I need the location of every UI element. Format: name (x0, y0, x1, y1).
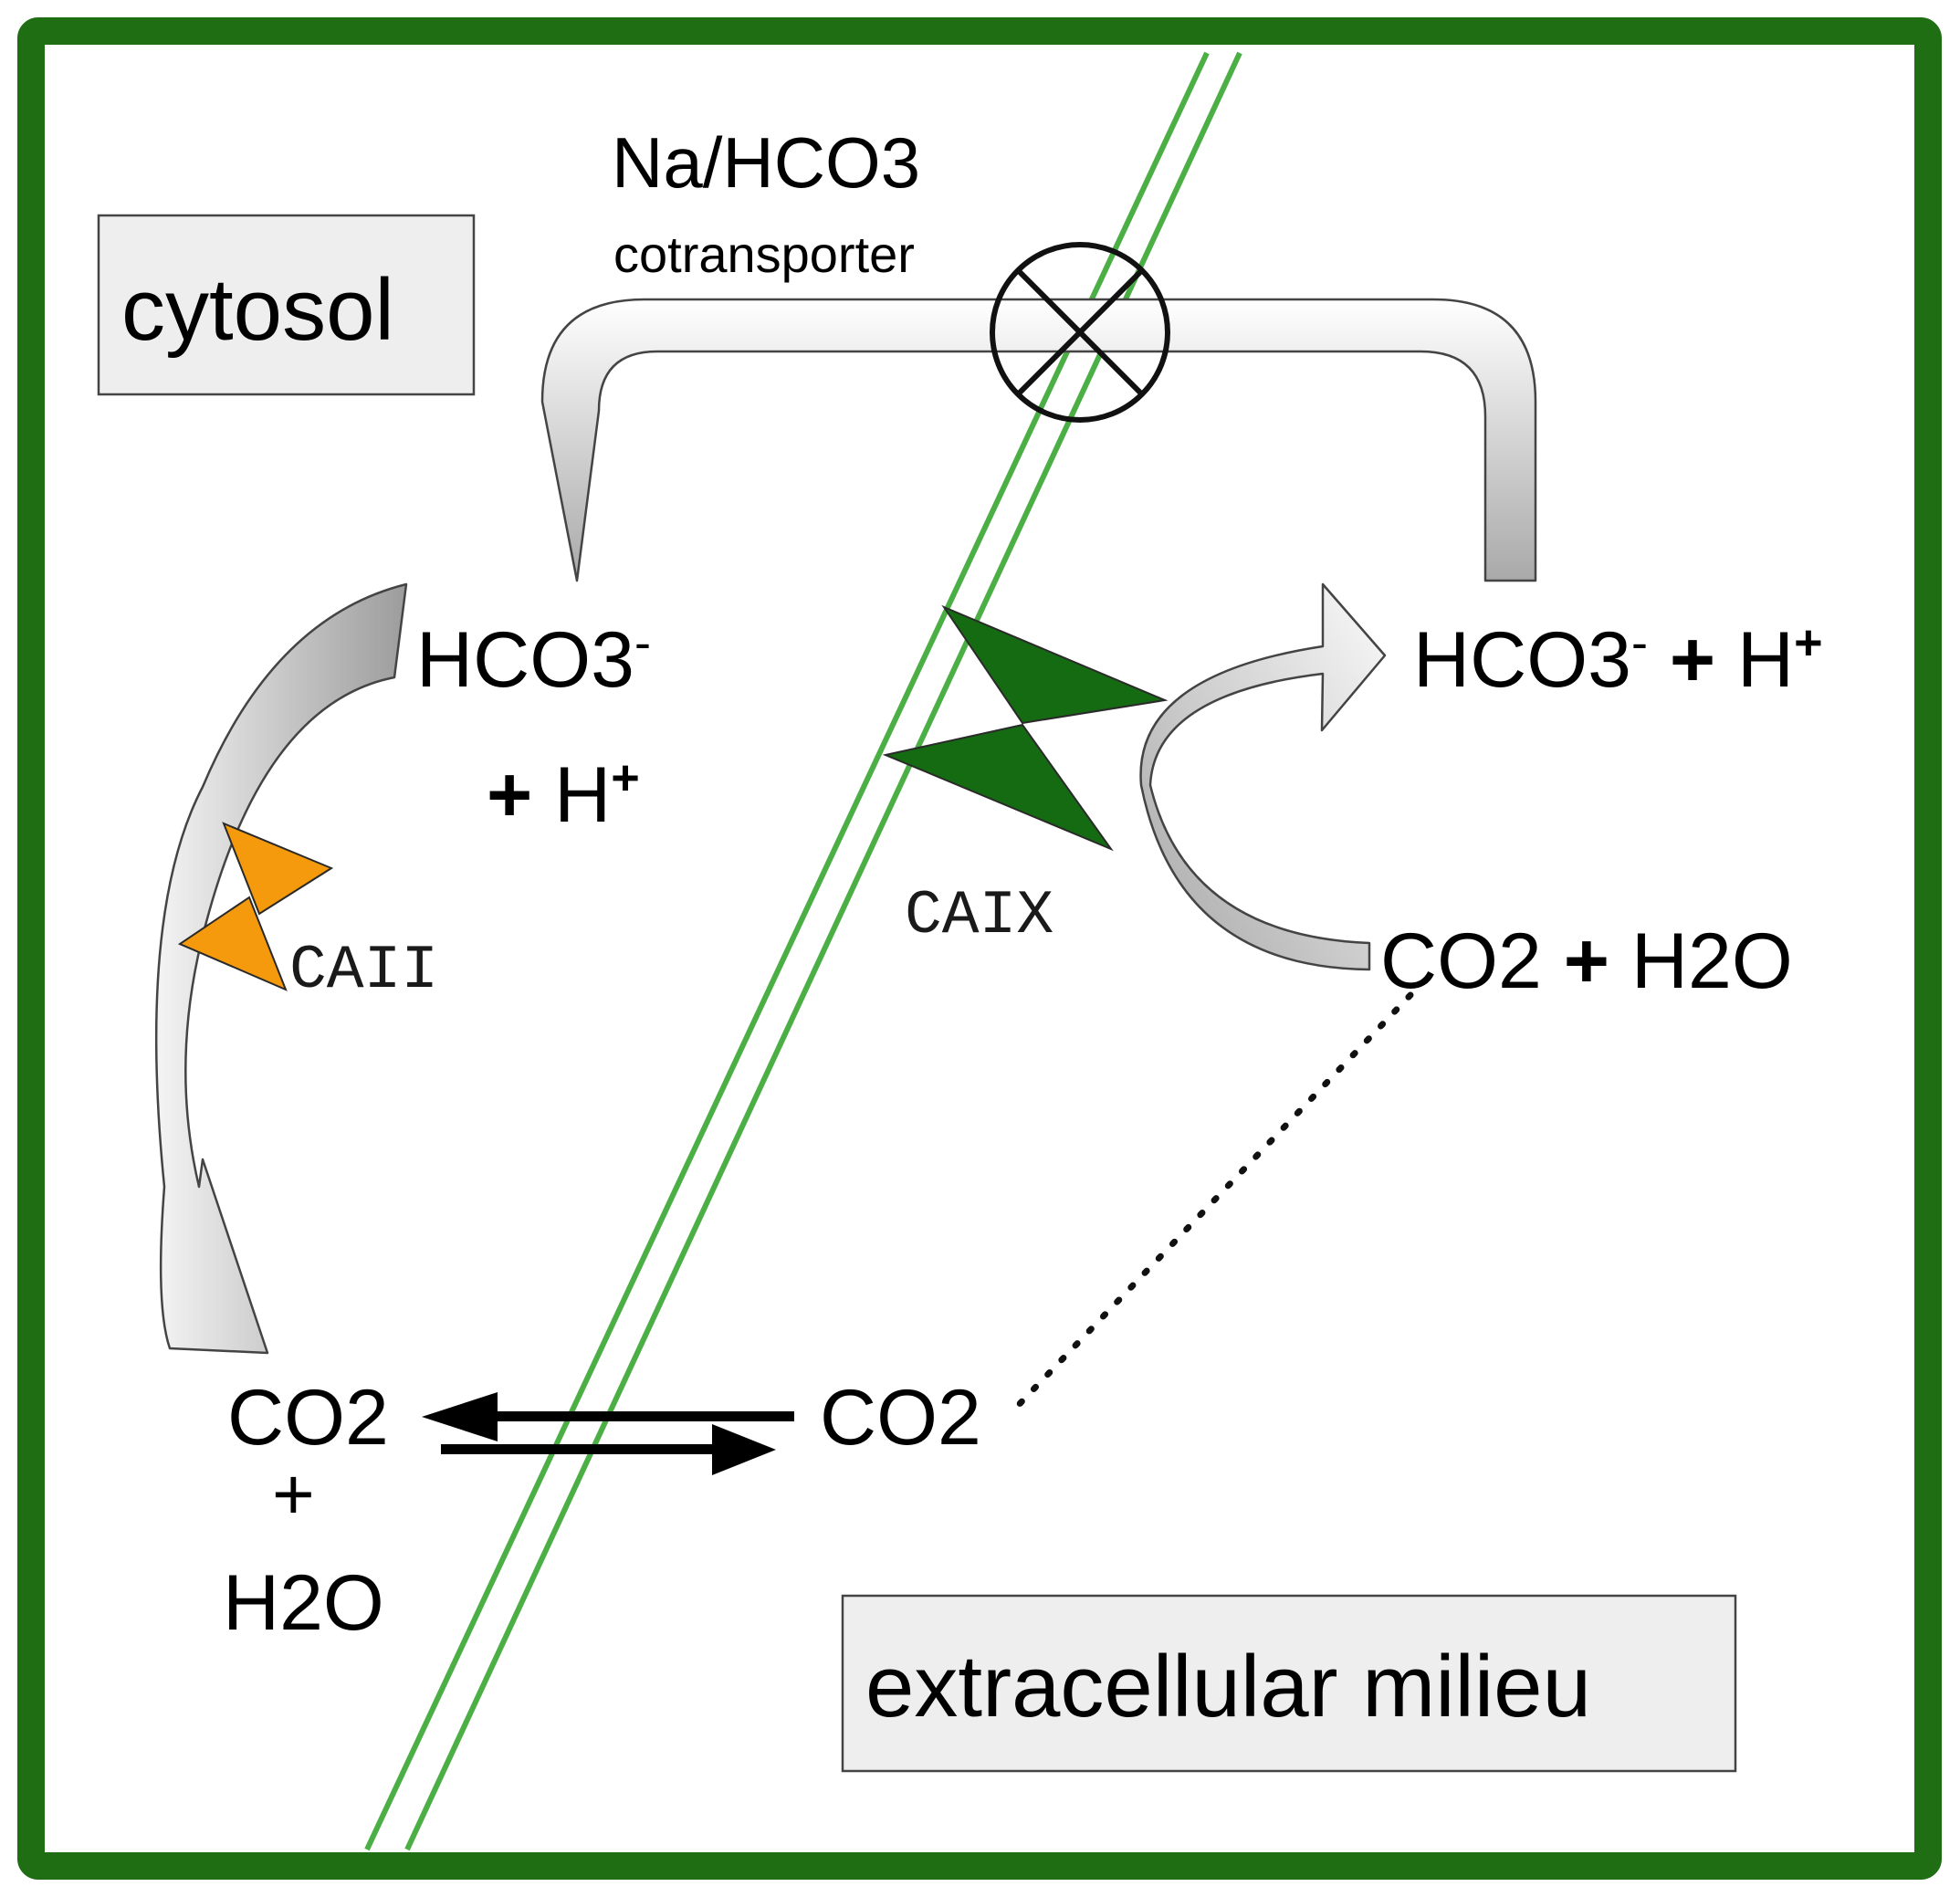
transporter-arrow (540, 298, 1537, 582)
caii-label: CAII (289, 936, 438, 1006)
caii-enzyme-icon (177, 822, 334, 991)
cytosol-label-box: cytosol (97, 214, 476, 396)
outer-frame (17, 17, 1942, 1880)
caix-curved-arrow (1139, 582, 1387, 971)
cotransporter-symbol (990, 242, 1170, 423)
cytosol-water: H2O (223, 1559, 384, 1647)
extracellular-label: extracellular milieu (865, 1638, 1591, 1735)
cytosol-proton: + H+ (487, 750, 640, 839)
extracellular-co2: CO2 (820, 1374, 981, 1462)
cytosol-bicarbonate: HCO3- (416, 615, 651, 704)
extracellular-products: HCO3- + H+ (1413, 615, 1823, 704)
cytosol-co2: CO2 (227, 1374, 389, 1462)
equilibrium-arrows (422, 1392, 794, 1475)
cytosol-plus: + (272, 1453, 315, 1535)
caix-label: CAIX (905, 881, 1053, 951)
transporter-subtitle: cotransporter (613, 225, 915, 283)
cytosol-label: cytosol (121, 261, 394, 359)
co2-diffusion-dotted-line (1010, 991, 1414, 1414)
extracellular-substrates: CO2 + H2O (1380, 917, 1793, 1005)
transporter-name: Na/HCO3 (612, 122, 920, 203)
caix-enzyme-icon (882, 604, 1169, 852)
extracellular-label-box: extracellular milieu (841, 1594, 1737, 1773)
